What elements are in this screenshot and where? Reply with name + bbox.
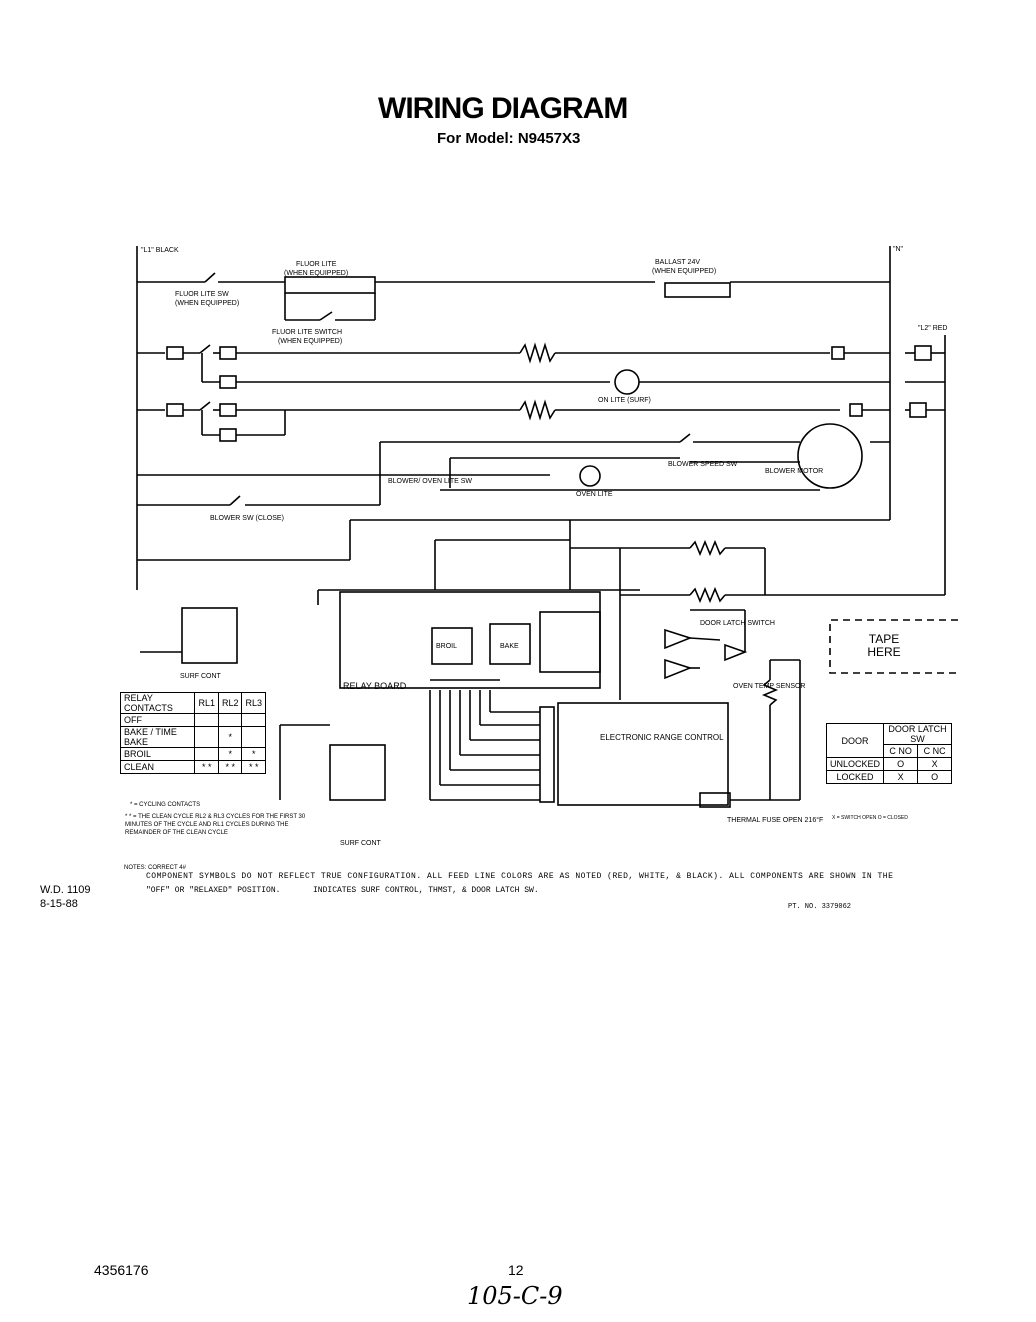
wd-number: W.D. 1109 xyxy=(40,884,91,896)
relay-row-label: CLEAN xyxy=(119,760,196,774)
broil-relay-label: BROIL xyxy=(436,643,457,650)
latch-header-sw: DOOR LATCH SW xyxy=(883,723,952,745)
relay-cell xyxy=(241,713,266,727)
relay-row-label: BROIL xyxy=(119,747,196,761)
relay-cell xyxy=(241,726,266,748)
notes-caption: NOTES: CORRECT 4# xyxy=(124,865,186,871)
blower-speed-label: BLOWER SPEED SW xyxy=(668,461,738,468)
relay-header-contacts: RELAY CONTACTS xyxy=(119,692,196,714)
handwritten-note: 105-C-9 xyxy=(467,1282,563,1310)
latch-note: X = SWITCH OPEN O = CLOSED xyxy=(832,815,908,821)
relay-cell: * * xyxy=(241,760,266,774)
neutral-label: "N" xyxy=(893,246,904,253)
ballast-label: BALLAST 24V xyxy=(655,259,700,266)
fluor-lite-equipped-label: (WHEN EQUIPPED) xyxy=(284,270,348,277)
page-subtitle: For Model: N9457X3 xyxy=(437,130,581,147)
fluor-lite-sw-label: FLUOR LITE SW xyxy=(175,291,229,298)
electronic-range-control-label: ELECTRONIC RANGE CONTROL xyxy=(600,733,724,742)
ballast-equipped-label: (WHEN EQUIPPED) xyxy=(652,268,716,275)
relay-cell: * xyxy=(217,747,243,761)
relay-legend-2: * * = THE CLEAN CYCLE RL2 & RL3 CYCLES F… xyxy=(125,814,306,836)
page-title: WIRING DIAGRAM xyxy=(378,92,628,125)
blower-oven-lite-sw-label: BLOWER/ OVEN LITE SW xyxy=(388,478,472,485)
wd-date: 8-15-88 xyxy=(40,898,78,910)
relay-cell: * xyxy=(241,747,266,761)
l2-label: "L2" RED xyxy=(918,325,947,332)
fluor-lite-switch-equipped-label: (WHEN EQUIPPED) xyxy=(278,338,342,345)
relay-row-label: BAKE / TIME BAKE xyxy=(119,726,196,748)
document-number: 4356176 xyxy=(94,1262,149,1278)
surf-cont-label-2: SURF CONT xyxy=(340,840,382,847)
tape-here-label: TAPE HERE xyxy=(867,632,901,659)
surf-lite-label: ON LITE (SURF) xyxy=(598,397,651,404)
latch-cell: O xyxy=(917,770,952,784)
latch-cell: X xyxy=(917,757,952,771)
notes-line-1: COMPONENT SYMBOLS DO NOT REFLECT TRUE CO… xyxy=(146,872,894,881)
surf-cont-label: SURF CONT xyxy=(180,673,222,680)
relay-cell xyxy=(194,747,219,761)
door-latch-table: DOOR DOOR LATCH SW C NO C NC UNLOCKED O … xyxy=(825,723,952,784)
relay-contacts-table: RELAY CONTACTS RL1 RL2 RL3 OFF BAKE / TI… xyxy=(119,692,266,774)
latch-cell: X xyxy=(883,770,919,784)
door-latch-switch-label: DOOR LATCH SWITCH xyxy=(700,620,775,627)
page-number: 12 xyxy=(508,1262,524,1278)
oven-temp-sensor-label: OVEN TEMP SENSOR xyxy=(733,683,805,690)
fluor-lite-switch-label: FLUOR LITE SWITCH xyxy=(272,329,342,336)
thermal-fuse-label: THERMAL FUSE OPEN 216°F xyxy=(727,816,823,824)
relay-cell: * xyxy=(217,726,243,748)
relay-cell: * * xyxy=(194,760,219,774)
relay-cell xyxy=(194,713,219,727)
latch-row-label: UNLOCKED xyxy=(825,757,885,771)
relay-header-rl2: RL2 xyxy=(217,692,243,714)
latch-subheader-nc: C NC xyxy=(917,744,952,758)
latch-cell: O xyxy=(883,757,919,771)
relay-legend-1: * = CYCLING CONTACTS xyxy=(130,802,201,808)
fluor-lite-sw-equipped-label: (WHEN EQUIPPED) xyxy=(175,300,239,307)
relay-header-rl1: RL1 xyxy=(194,692,219,714)
notes-legend: INDICATES SURF CONTROL, THMST, & DOOR LA… xyxy=(313,886,539,895)
latch-header-door: DOOR xyxy=(825,723,885,758)
relay-board-label: RELAY BOARD xyxy=(343,681,407,691)
part-number: PT. NO. 3379062 xyxy=(788,903,852,911)
blower-motor-label: BLOWER MOTOR xyxy=(765,468,823,475)
latch-subheader-no: C NO xyxy=(883,744,919,758)
relay-row-label: OFF xyxy=(119,713,196,727)
latch-row-label: LOCKED xyxy=(825,770,885,784)
notes-line-2: "OFF" OR "RELAXED" POSITION. xyxy=(146,886,281,895)
oven-lite-label: OVEN LITE xyxy=(576,491,613,498)
bake-relay-label: BAKE xyxy=(500,643,519,650)
blower-sw-label: BLOWER SW (CLOSE) xyxy=(210,515,284,522)
relay-header-rl3: RL3 xyxy=(241,692,266,714)
relay-cell: * * xyxy=(217,760,243,774)
relay-cell xyxy=(217,713,243,727)
fluor-lite-label: FLUOR LITE xyxy=(296,261,337,268)
relay-cell xyxy=(194,726,219,748)
l1-label: "L1" BLACK xyxy=(141,247,179,254)
